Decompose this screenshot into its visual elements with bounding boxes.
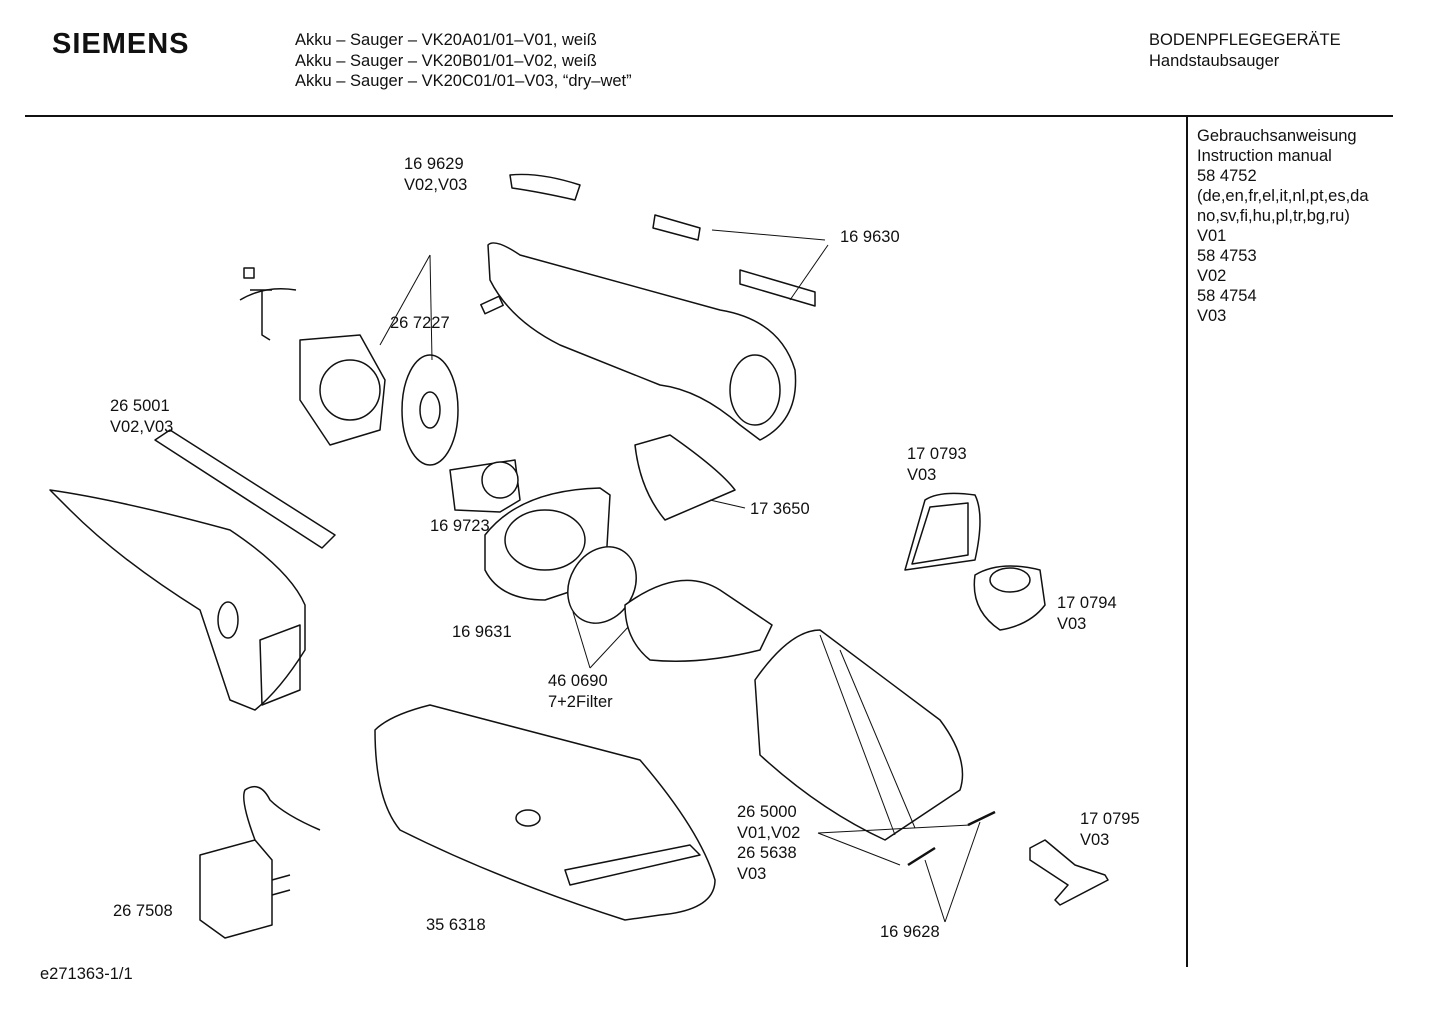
manual-line: Instruction manual (1197, 147, 1332, 165)
part-valve (634, 434, 736, 521)
part-nozzle (973, 565, 1046, 631)
label-line: V03 (907, 465, 937, 484)
part-gasket (904, 492, 981, 571)
label-line: 17 0793 (907, 445, 967, 463)
label-line: 17 3650 (750, 500, 810, 518)
label-line: V03 (1057, 614, 1087, 633)
sidebar-divider (1186, 117, 1188, 967)
manual-line: V02 (1197, 267, 1227, 285)
label-line: 17 0794 (1057, 594, 1117, 612)
part-dust-container (754, 629, 964, 841)
part-label: 46 0690 7+2Filter (548, 671, 613, 712)
part-charger (199, 839, 273, 939)
label-line: 16 9630 (840, 228, 900, 246)
manual-line: V01 (1197, 227, 1227, 245)
part-label: 16 9628 (880, 922, 940, 943)
part-label: 16 9630 (840, 227, 900, 248)
manual-line: 58 4753 (1197, 247, 1257, 265)
label-line: 17 0795 (1080, 810, 1140, 828)
manual-line: V03 (1197, 307, 1227, 325)
label-line: V03 (1080, 830, 1110, 849)
label-line: 46 0690 (548, 672, 608, 690)
label-line: 26 7508 (113, 902, 173, 920)
manual-line: 58 4752 (1197, 167, 1257, 185)
label-line: V02,V03 (110, 417, 174, 436)
model-line: Akku – Sauger – VK20C01/01–V03, “dry–wet… (295, 72, 632, 90)
part-lower-housing (49, 489, 306, 711)
manual-line: Gebrauchsanweisung (1197, 127, 1357, 145)
category: BODENPFLEGEGERÄTE (1149, 31, 1341, 49)
part-label: 26 7227 (390, 313, 450, 334)
part-base-station (374, 704, 716, 921)
model-line: Akku – Sauger – VK20A01/01–V01, weiß (295, 31, 597, 49)
label-line: 26 5638 (737, 844, 797, 862)
part-upper-housing (487, 242, 797, 441)
document-id: e271363-1/1 (40, 965, 133, 983)
manual-line: no,sv,fi,hu,pl,tr,bg,ru) (1197, 207, 1350, 225)
label-line: V03 (737, 864, 767, 883)
label-line: 7+2Filter (548, 692, 613, 711)
manual-line: 58 4754 (1197, 287, 1257, 305)
part-label: 16 9631 (452, 622, 512, 643)
siemens-logo: SIEMENS (52, 28, 190, 60)
part-label: 26 7508 (113, 901, 173, 922)
manual-info: Gebrauchsanweisung Instruction manual 58… (1197, 126, 1369, 326)
label-line: 26 5000 (737, 803, 797, 821)
header-divider (25, 115, 1393, 117)
manual-line: (de,en,fr,el,it,nl,pt,es,da (1197, 187, 1369, 205)
label-line: 16 9723 (430, 517, 490, 535)
model-list: Akku – Sauger – VK20A01/01–V01, weiß Akk… (295, 30, 632, 92)
part-accessory (1029, 839, 1109, 906)
part-switch (652, 214, 701, 241)
category-block: BODENPFLEGEGERÄTE Handstaubsauger (1149, 30, 1341, 71)
part-label: 35 6318 (426, 915, 486, 936)
label-line: 16 9631 (452, 623, 512, 641)
part-top-cover (509, 173, 581, 201)
label-line: V02,V03 (404, 175, 468, 194)
label-line: 26 5001 (110, 397, 170, 415)
model-line: Akku – Sauger – VK20B01/01–V02, weiß (295, 51, 597, 70)
label-line: 26 7227 (390, 314, 450, 332)
subcategory: Handstaubsauger (1149, 51, 1280, 70)
label-line: 16 9628 (880, 923, 940, 941)
part-label: 17 3650 (750, 499, 810, 520)
label-line: 35 6318 (426, 916, 486, 934)
part-label: 16 9723 (430, 516, 490, 537)
label-line: 16 9629 (404, 155, 464, 173)
part-brush-shaft (154, 429, 336, 549)
label-line: V01,V02 (737, 823, 801, 842)
part-filter-bag (624, 579, 773, 662)
